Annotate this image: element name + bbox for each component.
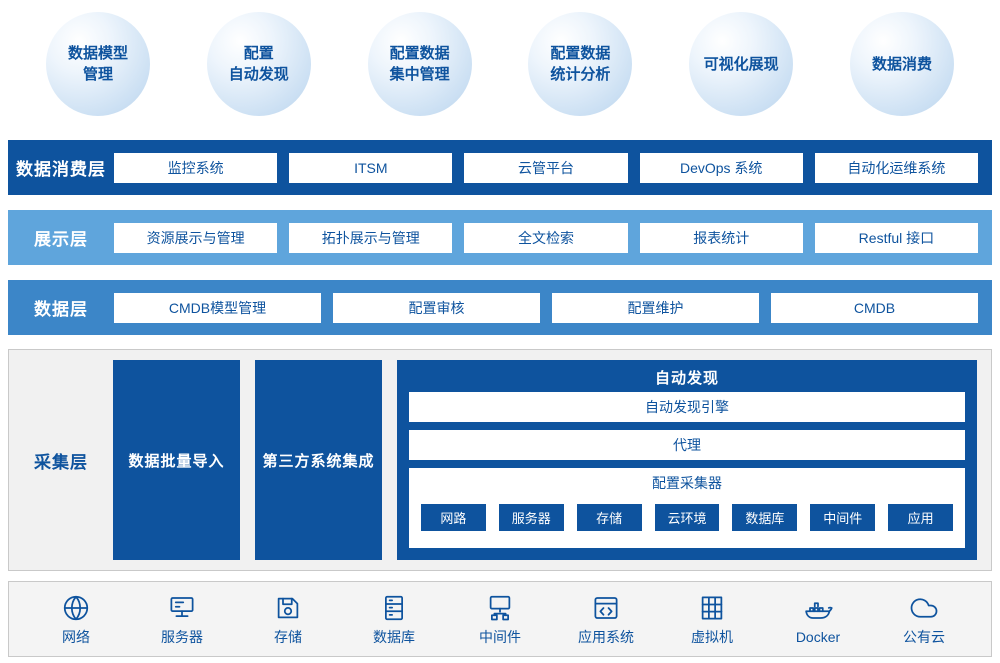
layer-display: 展示层 资源展示与管理拓扑展示与管理全文检索报表统计 Restful 接口 (8, 210, 992, 265)
application-icon (591, 592, 621, 624)
auto-discovery-row: 自动发现引擎 (409, 392, 965, 422)
infra-label: 服务器 (161, 628, 203, 645)
layer-consumption: 数据消费层监控系统 ITSM 云管平台 DevOps 系统自动化运维系统 (8, 140, 992, 195)
layer-box: 自动化运维系统 (814, 152, 979, 183)
layer-box: 拓扑展示与管理 (289, 222, 453, 253)
layer-box: Restful 接口 (814, 222, 979, 253)
config-collector-items: 网路服务器存储云环境数据库中间件应用 (421, 496, 954, 538)
layer-box: ITSM (289, 152, 453, 183)
layer-boxes-consumption: 监控系统 ITSM 云管平台 DevOps 系统自动化运维系统 (114, 152, 979, 183)
auto-discovery-row: 代理 (409, 430, 965, 460)
infra-item: 服务器 (151, 592, 213, 647)
collector-item: 中间件 (810, 503, 876, 531)
config-collector-title: 配置采集器 (652, 475, 722, 491)
vm-icon (697, 592, 727, 624)
feature-bubble: 配置数据 统计分析 (528, 12, 633, 116)
collection-layer-label: 采集层 (34, 452, 88, 472)
layer-box: 配置审核 (333, 292, 540, 323)
network-icon (61, 592, 91, 624)
collector-item: 数据库 (732, 503, 798, 531)
collector-item: 服务器 (498, 503, 564, 531)
server-icon (167, 592, 197, 624)
docker-icon (803, 594, 833, 626)
collection-block: 数据批量导入 (113, 360, 240, 560)
feature-bubble: 可视化展现 (689, 12, 794, 116)
infra-label: 网络 (62, 628, 90, 645)
layer-box: CMDB (771, 292, 978, 323)
infra-item: 应用系统 (575, 592, 637, 647)
layer-boxes-display: 资源展示与管理拓扑展示与管理全文检索报表统计 Restful 接口 (114, 222, 979, 253)
collector-item: 存储 (576, 503, 642, 531)
infra-label: 存储 (274, 628, 302, 645)
auto-discovery-title: 自动发现 (654, 370, 719, 387)
collector-item: 云环境 (654, 503, 720, 531)
infra-label: 中间件 (479, 628, 521, 645)
infra-item: 公有云 (893, 592, 955, 647)
infra-item: 中间件 (469, 592, 531, 647)
infra-label: 虚拟机 (691, 628, 733, 645)
storage-icon (273, 592, 303, 624)
layer-box: 报表统计 (639, 222, 803, 253)
infra-item: 网络 (45, 592, 107, 647)
layer-box: 监控系统 (114, 152, 278, 183)
auto-discovery-rows: 自动发现引擎代理 (409, 392, 965, 460)
infra-label: 应用系统 (578, 628, 634, 645)
feature-bubble: 数据模型 管理 (46, 12, 150, 116)
feature-bubble: 配置 自动发现 (206, 12, 311, 116)
infra-item: Docker (787, 594, 849, 645)
collection-block: 第三方系统集成 (255, 360, 382, 560)
layer-label-data: 数据层 (34, 300, 88, 319)
layer-box: 配置维护 (552, 292, 759, 323)
infra-label: 公有云 (903, 628, 945, 645)
collection-vertical-blocks: 数据批量导入第三方系统集成 (113, 360, 382, 560)
infra-item: 虚拟机 (681, 592, 743, 647)
infra-label: 数据库 (373, 628, 415, 645)
layer-label-consumption: 数据消费层 (16, 160, 106, 179)
layer-data: 数据层 CMDB模型管理配置审核配置维护 CMDB (8, 280, 992, 335)
infra-item: 存储 (257, 592, 319, 647)
layer-box: 资源展示与管理 (114, 222, 278, 253)
collector-item: 应用 (888, 503, 954, 531)
config-collector: 配置采集器 网路服务器存储云环境数据库中间件应用 (409, 468, 965, 548)
layer-box: 全文检索 (464, 222, 628, 253)
collector-item: 网路 (421, 503, 486, 531)
feature-bubbles: 数据模型 管理配置 自动发现配置数据 集中管理配置数据 统计分析可视化展现数据消… (0, 0, 1000, 132)
infrastructure-bar: 网络 服务器 存储 数据库 中间件 应用系统 虚拟机 Docker 公有云 (8, 581, 992, 657)
layer-bars: 数据消费层监控系统 ITSM 云管平台 DevOps 系统自动化运维系统展示层 资源展示… (8, 140, 992, 335)
layer-box: DevOps 系统 (639, 152, 803, 183)
feature-bubble: 数据消费 (849, 12, 954, 116)
cloud-icon (909, 592, 939, 624)
middleware-icon (485, 592, 515, 624)
collection-layer: 采集层 数据批量导入第三方系统集成 自动发现 自动发现引擎代理 配置采集器 网路… (8, 349, 992, 571)
infra-label: Docker (795, 628, 841, 645)
infra-item: 数据库 (363, 592, 425, 647)
layer-box: 云管平台 (464, 152, 628, 183)
layer-box: CMDB模型管理 (114, 292, 321, 323)
auto-discovery-panel: 自动发现 自动发现引擎代理 配置采集器 网路服务器存储云环境数据库中间件应用 (397, 360, 977, 560)
layer-boxes-data: CMDB模型管理配置审核配置维护 CMDB (114, 292, 978, 323)
layer-label-display: 展示层 (34, 230, 88, 249)
database-icon (379, 592, 409, 624)
feature-bubble: 配置数据 集中管理 (367, 12, 472, 116)
